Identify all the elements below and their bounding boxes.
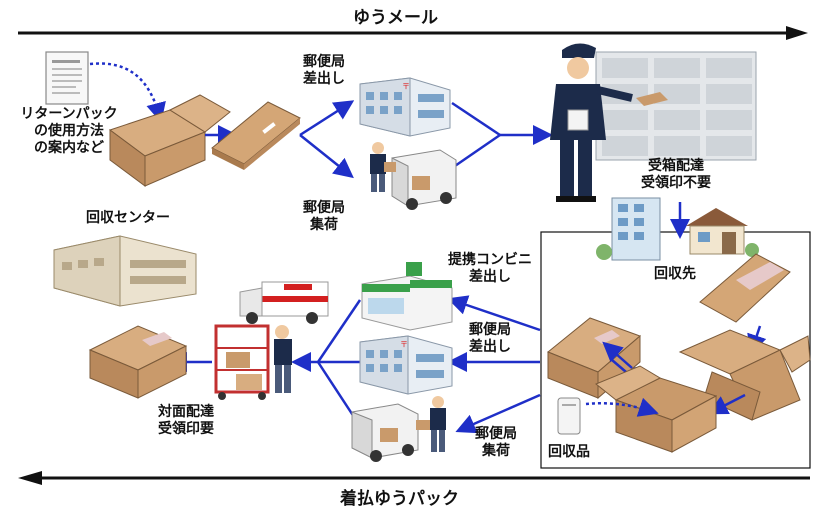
guide-label-line: リターンパック (20, 106, 118, 122)
face-to-face-label: 対面配達 受領印要 (150, 404, 222, 438)
to-open-box-arrow (707, 393, 746, 415)
bottom-flow-arrow (18, 471, 810, 485)
mailboxes-icon (595, 51, 757, 161)
label-line: 集荷 (482, 443, 510, 459)
insert-item-dotted-arrow (585, 397, 659, 417)
post-office-bottom-icon: 〒 (359, 335, 453, 395)
label-line: 対面配達 (158, 404, 214, 420)
post-office-pickup-top-label: 郵便局 集荷 (292, 200, 356, 234)
post-office-pickup-bottom-label: 郵便局 集荷 (464, 426, 528, 460)
label-line: 受領印要 (158, 421, 214, 437)
label-line: 差出し (469, 339, 511, 355)
collection-center-label: 回収センター (86, 210, 170, 226)
postal-worker-bottom-icon (416, 396, 446, 452)
flat-return-pack-recipient-icon (699, 253, 791, 323)
house-icon (686, 208, 759, 257)
label-line: 受領印不要 (641, 175, 711, 191)
label-line: 差出し (303, 71, 345, 87)
label-line: 提携コンビニ (448, 252, 532, 268)
recipient-label: 回収先 (654, 266, 696, 282)
label-line: 受箱配達 (648, 158, 704, 174)
guide-label: リターンパック の使用方法 の案内など (14, 106, 124, 157)
delivery-truck-icon (391, 149, 457, 210)
cart-with-parcels-icon (214, 324, 270, 400)
seal-box-arrow (602, 341, 633, 369)
open-return-box-icon (108, 94, 231, 187)
insert-dotted-arrow (89, 62, 166, 123)
collection-center-building-icon (53, 235, 197, 307)
convenience-store-label: 提携コンビニ 差出し (440, 252, 540, 286)
top-flow-label: ゆうメール (353, 8, 438, 28)
label-line: 集荷 (310, 217, 338, 233)
post-office-drop-top-label: 郵便局 差出し (292, 54, 356, 88)
top-flow-arrow (18, 26, 808, 40)
collected-device-icon (557, 397, 581, 435)
delivery-truck-bottom-icon (351, 403, 419, 462)
mailbox-delivery-label: 受箱配達 受領印不要 (634, 158, 718, 192)
post-office-building-icon: 〒 (359, 77, 451, 137)
label-line: 郵便局 (475, 426, 517, 442)
convenience-store-icon (361, 262, 453, 331)
guide-label-line: の使用方法 (34, 123, 104, 139)
bottom-flow-label: 着払ゆうパック (340, 489, 459, 509)
yu-pack-truck-icon (239, 281, 329, 324)
post-office-drop-bottom-label: 郵便局 差出し (458, 322, 522, 356)
collected-items-label: 回収品 (548, 444, 590, 460)
assembling-box-icon (678, 329, 811, 421)
flat-return-pack-icon (211, 101, 301, 170)
label-line: 差出し (469, 269, 511, 285)
open-box-recipient-icon (595, 365, 718, 453)
label-line: 郵便局 (469, 322, 511, 338)
branch-lines-bottom (167, 295, 541, 434)
label-line: 郵便局 (303, 200, 345, 216)
branch-lines-top (299, 100, 553, 179)
guide-label-line: の案内など (34, 140, 104, 156)
delivery-worker-icon (274, 325, 292, 393)
svg-text:〒: 〒 (402, 82, 410, 91)
guide-document-icon (45, 51, 89, 105)
svg-text:〒: 〒 (400, 340, 408, 349)
apartment-building-icon (596, 197, 661, 261)
mail-carrier-icon (550, 43, 633, 202)
label-line: 郵便局 (303, 54, 345, 70)
postal-worker-icon (370, 142, 396, 192)
received-box-icon (88, 325, 188, 399)
